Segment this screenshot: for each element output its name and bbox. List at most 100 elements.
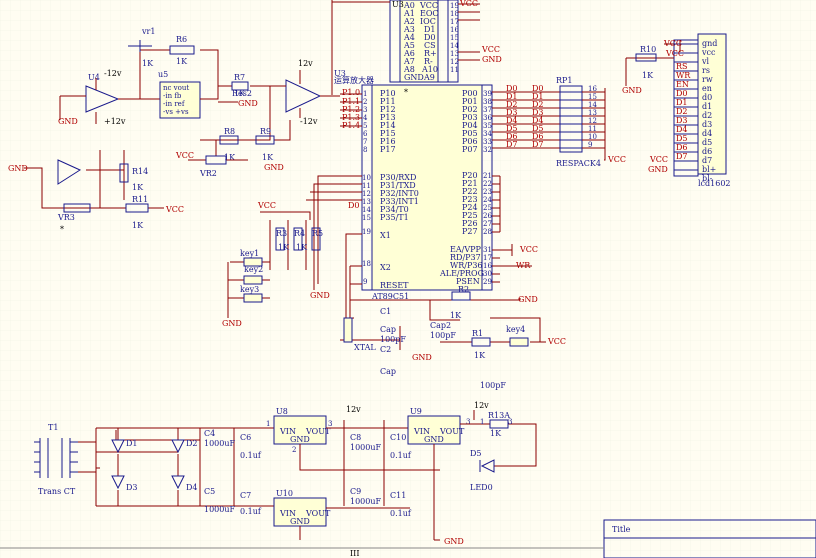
c10-label: C10 <box>390 433 406 442</box>
r8-label: R8 <box>224 127 235 136</box>
lcd-pin: d4 <box>702 129 712 138</box>
scroll-marker: III <box>350 549 359 558</box>
title-block: Title III <box>0 519 816 558</box>
r2-label: R2 <box>458 285 469 294</box>
mcu-pin-num: 23 <box>483 188 492 196</box>
rp1-num: 11 <box>588 125 597 133</box>
net-p10: P1.0 <box>342 88 360 97</box>
d5-label: D5 <box>470 449 482 458</box>
mcu-pin: P11 <box>380 97 396 106</box>
resistor-pack-rp1[interactable]: RP1 16 15 14 13 12 11 10 9 RESPACK4 VCC <box>556 76 626 168</box>
mcu-pin: P17 <box>380 145 396 154</box>
mcu-pin: P33/INT1 <box>380 197 419 206</box>
adc-pin: A3 <box>403 25 415 34</box>
adc-pin: VCC <box>419 1 438 10</box>
net-d4: D4 <box>532 116 544 125</box>
mcu-pin-num: 10 <box>362 174 371 182</box>
adc-pin-num: 16 <box>450 26 459 34</box>
lcd1602-connector[interactable]: gnd vcc vl rs rw en d0 d1 d2 d3 d4 d5 d6… <box>622 33 731 188</box>
mcu-pin: P06 <box>462 137 478 146</box>
opamp-section[interactable]: -12v +12v U4 GND u5 nc vout -in fb -in r… <box>8 27 340 234</box>
mcu-pin: P12 <box>380 105 396 114</box>
lcd-pin: d0 <box>702 93 712 102</box>
r9-value: 1K <box>262 153 274 162</box>
d3-label: D3 <box>126 483 138 492</box>
adc-pin-num: 15 <box>450 34 459 42</box>
mcu-pin: ALE/PROG <box>439 269 484 278</box>
opamp-caption: 运算放大器 <box>334 75 374 85</box>
lcd-pin: bl+ <box>702 165 716 174</box>
rp1-num: 12 <box>588 117 597 125</box>
lcd-pin: d5 <box>702 138 712 147</box>
mcu-pin-num: 17 <box>483 254 492 262</box>
key3-label: key3 <box>240 285 259 294</box>
u4-label: U4 <box>88 73 100 82</box>
lcd-net: EN <box>676 80 689 89</box>
u8-vin: VIN <box>279 427 296 436</box>
r11-value: 1K <box>132 221 144 230</box>
r10-value: 1K <box>642 71 654 80</box>
adc-pin: D0 <box>424 33 436 42</box>
mcu-name: AT89C51 <box>371 292 409 301</box>
mcu-pin-num: 14 <box>362 206 371 214</box>
r6-label: R6 <box>176 35 187 44</box>
net-gnd: GND <box>8 164 28 173</box>
net-d0: D0 <box>532 84 544 93</box>
mcu-pin-num: 13 <box>362 198 371 206</box>
net-gnd: GND <box>238 99 258 108</box>
c9-value: 1000uF <box>350 497 382 506</box>
transformer-type: Trans CT <box>38 487 76 496</box>
mcu-pin: P15 <box>380 129 396 138</box>
clock-reset-section[interactable]: XTAL C1 Cap 100pF C2 Cap GND R2 1K Cap2 … <box>340 233 566 390</box>
lcd-pin: bl- <box>702 174 713 183</box>
net-d2: D2 <box>506 100 518 109</box>
cap2-value: 100pF <box>430 331 456 340</box>
c7-value: 0.1uf <box>240 507 262 516</box>
mcu-pin: P05 <box>462 129 478 138</box>
net-vcc: VCC <box>165 205 184 214</box>
mcu-pin: P13 <box>380 113 396 122</box>
adc-pin: EOC <box>420 9 439 18</box>
lcd-net: D2 <box>676 107 688 116</box>
adc-pin: A4 <box>403 33 415 42</box>
adc-pin-num: 13 <box>450 50 459 58</box>
marker: * <box>60 225 64 234</box>
net-vcc: VCC <box>547 337 566 346</box>
rp1-part: RESPACK4 <box>556 159 601 168</box>
adc-chip-u3[interactable]: U3 A0 A1 A2 A3 A4 A5 A6 A7 A8 GND VCC EO… <box>331 0 502 95</box>
lcd-net: D7 <box>676 152 688 161</box>
r11-label: R11 <box>132 195 148 204</box>
opamp-u6 <box>285 79 322 113</box>
mcu-pin-num: 37 <box>483 106 492 114</box>
c4-value: 1000uF <box>204 439 236 448</box>
net-d4: D4 <box>506 116 518 125</box>
mcu-pin: RESET <box>380 281 409 290</box>
mcu-pin: X1 <box>380 231 391 240</box>
lcd-pin: rw <box>702 75 713 84</box>
mcu-pin-num: 35 <box>483 122 492 130</box>
mcu-pin: P25 <box>462 211 478 220</box>
mcu-pin: WR/P36 <box>450 261 483 270</box>
adc-pin: CS <box>424 41 436 50</box>
c8-label: C8 <box>350 433 361 442</box>
mcu-at89c51[interactable]: * P10 P11 P12 P13 P14 P15 P16 P17 P30/RX… <box>340 84 560 301</box>
net-gnd: GND <box>264 163 284 172</box>
mcu-pin-num: 27 <box>483 220 492 228</box>
net-vcc: VCC <box>519 245 538 254</box>
c1-label: C1 <box>380 307 391 316</box>
adc-pin: D1 <box>424 25 436 34</box>
lcd-pin: vl <box>701 57 710 66</box>
pin-num: 1 <box>266 420 270 428</box>
power-supply-section[interactable]: T1 Trans CT D1 D2 D3 D4 C4 1000uF C5 100… <box>34 401 537 546</box>
net-gnd: GND <box>444 537 464 546</box>
adc-pin-num: 18 <box>450 10 459 18</box>
pin-num: 2 <box>292 446 296 454</box>
adc-pin-num: 14 <box>450 42 459 50</box>
keys-section[interactable]: R3 R4 R5 1K 1K VCC key1 key2 key3 GND GN… <box>222 175 362 328</box>
rp1-num: 16 <box>588 85 597 93</box>
adc-pin: R+ <box>424 49 437 58</box>
mcu-pin-num: 33 <box>483 138 492 146</box>
net-minus12v: -12v <box>300 117 318 126</box>
r3-label: R3 <box>276 229 287 238</box>
lcd-pin: rs <box>702 66 710 75</box>
